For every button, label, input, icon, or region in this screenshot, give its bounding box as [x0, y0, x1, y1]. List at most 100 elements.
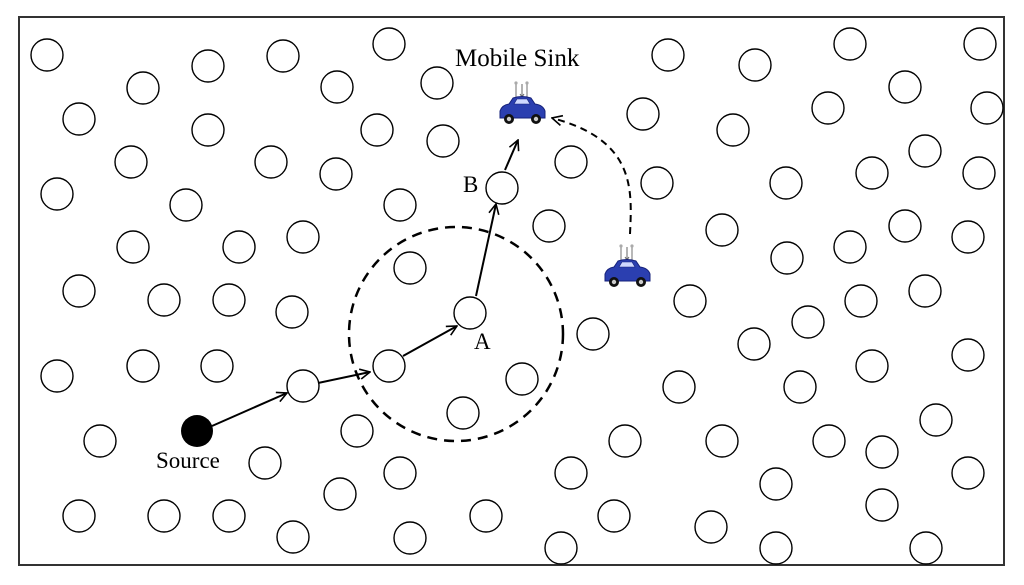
sensor-node	[505, 362, 539, 396]
sink-trajectory	[552, 118, 632, 235]
sensor-node	[608, 424, 642, 458]
sensor-node	[62, 274, 96, 308]
routing-path	[211, 140, 518, 427]
sensor-node	[855, 349, 889, 383]
sensor-node	[360, 113, 394, 147]
sensor-node	[212, 499, 246, 533]
sensor-node	[340, 414, 374, 448]
sensor-node	[147, 283, 181, 317]
sensor-node	[266, 39, 300, 73]
source-node	[181, 415, 213, 447]
sensor-node	[554, 145, 588, 179]
sensor-node	[276, 520, 310, 554]
sensor-node	[865, 488, 899, 522]
sensor-node	[855, 156, 889, 190]
sensor-node	[888, 209, 922, 243]
sensor-node	[393, 521, 427, 555]
sensor-node	[446, 396, 480, 430]
sensor-node	[532, 209, 566, 243]
sensor-node	[844, 284, 878, 318]
sensor-node	[40, 177, 74, 211]
sensor-node	[651, 38, 685, 72]
mobile-sink-label: Mobile Sink	[455, 45, 580, 72]
sensor-node	[62, 102, 96, 136]
sensor-node	[705, 424, 739, 458]
sensor-node	[812, 424, 846, 458]
sensor-node	[30, 38, 64, 72]
sensor-node	[694, 510, 728, 544]
node-b-label: B	[463, 172, 478, 197]
sensor-node	[62, 499, 96, 533]
sensor-node	[191, 49, 225, 83]
sensor-node	[770, 241, 804, 275]
sensor-node	[323, 477, 357, 511]
sensor-node	[576, 317, 610, 351]
sensor-node	[212, 283, 246, 317]
sensor-node	[951, 220, 985, 254]
sensor-node	[286, 369, 320, 403]
sensor-node-b	[485, 171, 519, 205]
sensor-node	[908, 134, 942, 168]
sensor-node	[254, 145, 288, 179]
sensor-node	[191, 113, 225, 147]
sensor-node	[962, 156, 996, 190]
sensor-node	[393, 251, 427, 285]
sensor-node-a	[453, 296, 487, 330]
sensor-node	[811, 91, 845, 125]
sensor-node	[759, 531, 793, 565]
sensor-node	[554, 456, 588, 490]
sensor-node	[147, 499, 181, 533]
sensor-node	[833, 27, 867, 61]
sensor-node	[833, 230, 867, 264]
sensor-node	[769, 166, 803, 200]
sensor-node	[951, 456, 985, 490]
sensor-node	[737, 327, 771, 361]
sensor-node	[626, 97, 660, 131]
sensor-node	[919, 403, 953, 437]
communication-range-circle	[347, 225, 565, 443]
sensor-node	[791, 305, 825, 339]
sensor-node	[909, 531, 943, 565]
sensor-node	[275, 295, 309, 329]
sensor-node	[248, 446, 282, 480]
sensor-node	[662, 370, 696, 404]
sensor-node	[372, 349, 406, 383]
sensor-node	[126, 71, 160, 105]
sensor-node	[126, 349, 160, 383]
sensor-node	[426, 124, 460, 158]
sensor-node	[738, 48, 772, 82]
sensor-node	[544, 531, 578, 565]
sensor-node	[908, 274, 942, 308]
sensor-nodes	[30, 27, 1004, 565]
sensor-node	[783, 370, 817, 404]
sensor-node	[114, 145, 148, 179]
sensor-node	[970, 91, 1004, 125]
sensor-node	[716, 113, 750, 147]
sensor-node	[83, 424, 117, 458]
sensor-node	[888, 70, 922, 104]
sensor-node	[200, 349, 234, 383]
sensor-node	[420, 66, 454, 100]
sensor-node	[372, 27, 406, 61]
sensor-node	[40, 359, 74, 393]
sensor-node	[865, 435, 899, 469]
sensor-node	[116, 230, 150, 264]
source-label: Source	[156, 448, 220, 473]
sensor-node	[705, 213, 739, 247]
sensor-node	[673, 284, 707, 318]
node-a-label: A	[474, 329, 491, 354]
sensor-node	[383, 188, 417, 222]
sensor-node	[469, 499, 503, 533]
sensor-node	[951, 338, 985, 372]
frame	[18, 16, 1005, 566]
sensor-node	[759, 467, 793, 501]
sensor-node	[320, 70, 354, 104]
sensor-node	[597, 499, 631, 533]
sensor-node	[963, 27, 997, 61]
sensor-node	[640, 166, 674, 200]
sensor-node	[319, 157, 353, 191]
sensor-node	[169, 188, 203, 222]
sensor-node	[222, 230, 256, 264]
sensor-node	[286, 220, 320, 254]
